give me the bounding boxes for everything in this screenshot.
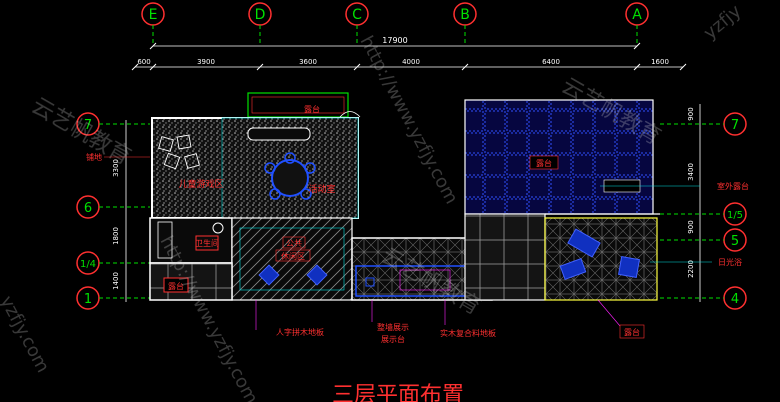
public-lounge-floor — [231, 217, 353, 301]
drawing-title: 三层平面布置 — [332, 383, 464, 402]
callout-display-1: 整墙展示 — [377, 322, 409, 332]
column-axis-a: A — [625, 2, 649, 45]
row-axes-left: 7 6 1/4 1 3300 1800 1400 — [76, 112, 150, 310]
column-axis-e: E — [141, 2, 165, 45]
row-right-1-5: 1/5 — [727, 210, 743, 221]
dim-top-4: 6400 — [542, 58, 560, 66]
room-kids-play: 儿童游戏区 — [178, 178, 223, 190]
left-block: 露台 儿童游戏区 活动室 卫生间 公共 休闲区 — [86, 92, 361, 301]
callout-wood-floor-2: 实木复合料地板 — [440, 328, 496, 338]
room-balcony-top: 露台 — [304, 104, 320, 114]
dim-top-5: 1600 — [651, 58, 669, 66]
right-callouts: 室外露台 日光浴 — [600, 181, 749, 267]
dim-right-0: 900 — [687, 107, 695, 120]
column-label-a: A — [632, 7, 642, 23]
row-left-1-4: 1/4 — [80, 259, 96, 270]
dim-top-0: 600 — [137, 58, 150, 66]
dim-right-3: 2200 — [687, 260, 695, 278]
right-block: 露台 — [464, 99, 660, 301]
dim-top-3: 4000 — [402, 58, 420, 66]
dim-left-2: 1400 — [112, 272, 120, 290]
skylight-loungers — [559, 228, 641, 280]
bottom-callouts: 人字拼木地板 整墙展示 展示台 实木复合料地板 露台 — [255, 299, 645, 344]
dim-right-2: 900 — [687, 220, 695, 233]
overall-dimension-text: 17900 — [382, 36, 407, 45]
watermark-brand-1: 云艺帆教育 — [27, 94, 135, 171]
room-activity: 活动室 — [308, 183, 335, 195]
lounge-chairs — [258, 264, 328, 286]
row-left-7: 7 — [84, 118, 92, 133]
callout-skylight: 日光浴 — [718, 257, 742, 267]
row-axes-right: 7 1/5 5 4 900 3400 900 2200 — [660, 104, 747, 310]
row-right-7: 7 — [731, 118, 739, 133]
callout-left-mark: 铺地 — [86, 152, 102, 162]
row-left-1: 1 — [84, 292, 92, 307]
row-right-4: 4 — [731, 292, 739, 307]
room-balcony-left: 露台 — [168, 281, 184, 291]
callout-floor-wood: 人字拼木地板 — [276, 327, 324, 337]
dim-left-0: 3300 — [112, 159, 120, 177]
dim-right-1: 3400 — [687, 163, 695, 181]
column-label-b: B — [460, 7, 470, 23]
column-label-d: D — [255, 7, 266, 23]
room-wc: 卫生间 — [195, 238, 219, 248]
callout-right-balcony: 室外露台 — [717, 181, 749, 191]
row-right-5: 5 — [731, 234, 739, 249]
grid-room-floor — [464, 99, 654, 215]
overall-dimension: 17900 — [149, 36, 641, 50]
door-swing — [339, 111, 361, 118]
room-public-1: 公共 — [286, 239, 302, 248]
watermark-url-3: yzfjy.com — [0, 292, 53, 376]
dim-left-1: 1800 — [112, 227, 120, 245]
stair-area — [464, 213, 546, 301]
skylight-floor — [544, 217, 658, 301]
column-label-e: E — [149, 7, 158, 23]
room-public-2: 休闲区 — [281, 251, 305, 261]
column-label-c: C — [352, 7, 362, 23]
play-cubes — [158, 134, 200, 170]
callout-display-2: 展示台 — [381, 334, 405, 344]
column-axis-d: D — [248, 2, 272, 45]
sofa — [247, 127, 311, 141]
column-axis-c: C — [345, 2, 369, 45]
round-table — [271, 159, 309, 197]
top-balcony-rail — [247, 92, 349, 118]
column-axis-b: B — [453, 2, 477, 45]
dim-top-1: 3900 — [197, 58, 215, 66]
dim-top-2: 3600 — [299, 58, 317, 66]
watermark-corner: yzfjy — [700, 0, 746, 43]
room-grid: 露台 — [536, 158, 552, 168]
row-left-6: 6 — [84, 201, 92, 216]
callout-balcony-bottom: 露台 — [624, 327, 640, 337]
segment-dimension: 600 3900 3600 4000 6400 1600 — [131, 58, 687, 71]
